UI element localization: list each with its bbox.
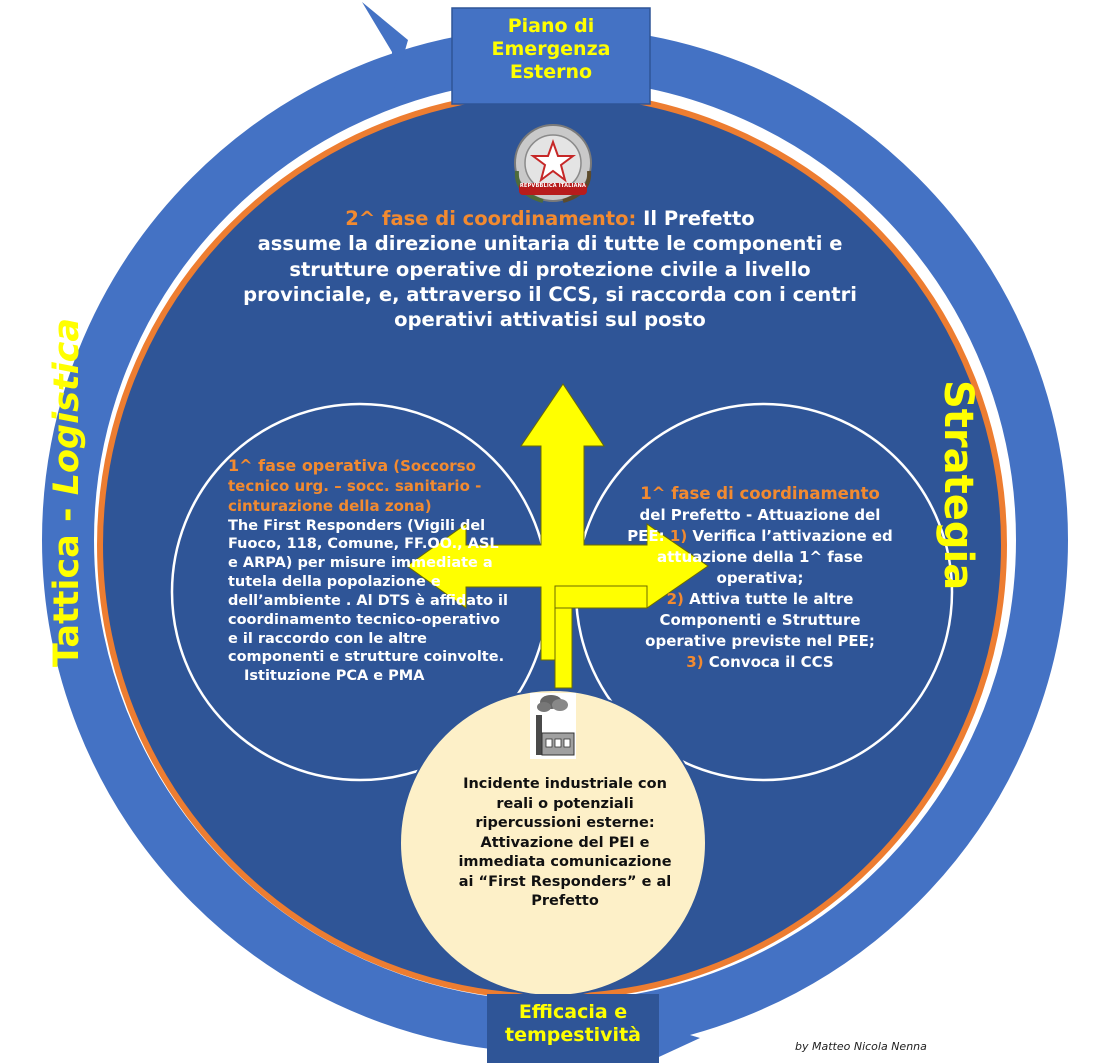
center-body: assume la direzione unitaria di tutte le… [243, 232, 857, 332]
cross-arrow [406, 383, 709, 689]
author-credit: by Matteo Nicola Nenna [795, 1040, 927, 1053]
center-body-lead: Il Prefetto [636, 207, 755, 230]
right-circle-text: 1^ fase di coordinamento del Prefetto - … [620, 482, 900, 673]
left-side-label: Tattica - Logistica [47, 317, 87, 667]
left-circle-footer: Istituzione PCA e PMA [244, 668, 425, 685]
bottom-circle-text: Incidente industriale con reali o potenz… [458, 776, 672, 910]
left-circle-text: 1^ fase operativa (Soccorso tecnico urg.… [228, 456, 510, 686]
right-side-label: Strategia [935, 380, 981, 591]
right-circle-n3: 3) [686, 653, 704, 672]
bottom-box-label: Efficacia e tempestività [505, 1001, 641, 1046]
ring-arrowhead-left [362, 2, 408, 96]
top-box-label: Piano di Emergenza Esterno [491, 15, 611, 83]
right-circle-item2: Attiva tutte le altre Componenti e Strut… [645, 590, 875, 651]
center-text: 2^ fase di coordinamento: Il Prefetto as… [225, 206, 875, 333]
right-circle-n1: 1) [669, 527, 688, 546]
top-box [451, 7, 651, 105]
right-circle-line1: del Prefetto - Attuazione del PEE: [627, 506, 881, 546]
right-circle-title: 1^ fase di coordinamento [640, 484, 880, 503]
left-circle-body: The First Responders (Vigili del Fuoco, … [228, 517, 508, 666]
center-title: 2^ fase di coordinamento: [345, 207, 637, 230]
left-circle-subtitle: (Soccorso tecnico urg. – socc. sanitario… [228, 457, 482, 515]
factory-icon [530, 693, 576, 759]
italian-emblem-icon [514, 124, 592, 203]
right-circle-item1: Verifica l’attivazione ed attuazione del… [656, 527, 893, 588]
right-circle-item3: Convoca il CCS [703, 653, 834, 672]
left-circle-title: 1^ fase operativa [228, 456, 389, 475]
emblem-text: REPVBBLICA ITALIANA [519, 183, 587, 189]
bottom-box [487, 994, 659, 1063]
right-circle-n2: 2) [666, 590, 684, 609]
